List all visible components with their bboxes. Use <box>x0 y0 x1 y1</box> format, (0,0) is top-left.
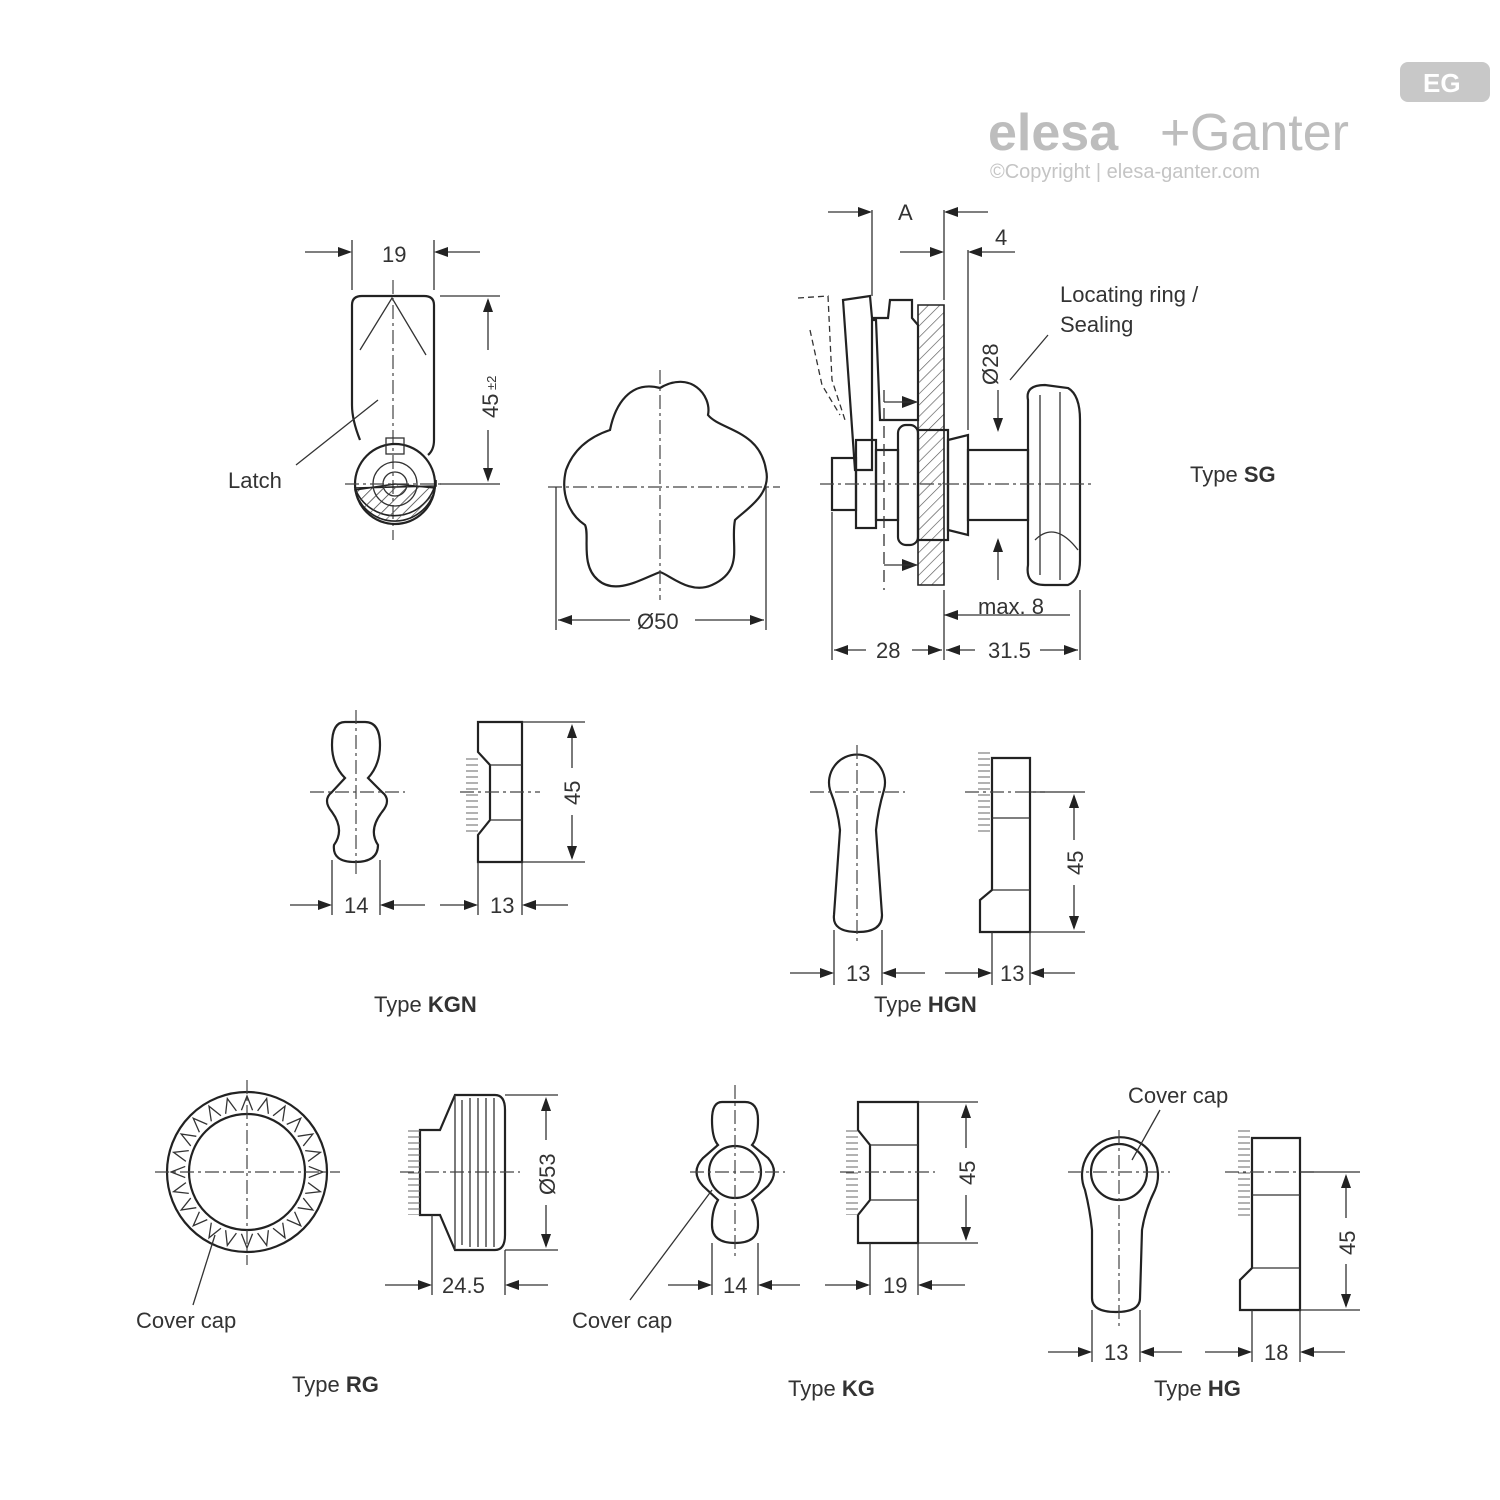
dim-28: 28 <box>876 638 900 663</box>
dim-latch-height: 45 <box>478 394 503 418</box>
knurl-tooth <box>191 1211 208 1228</box>
sg-section-view: A 4 Ø28 Locating ring / Sealing max. 8 <box>797 200 1276 663</box>
label-cover-cap-rg: Cover cap <box>136 1308 236 1333</box>
type-sg-label: Type SG <box>1190 462 1276 487</box>
kgn-views: 45 14 13 Type KGN <box>290 710 585 1017</box>
dim-kgn-height: 45 <box>560 781 585 805</box>
knurl-tooth <box>179 1197 197 1211</box>
dim-a: A <box>898 200 913 225</box>
label-locating-ring: Locating ring / <box>1060 282 1199 307</box>
hg-views: Cover cap 45 13 18 Type HG <box>1048 1083 1360 1401</box>
eg-badge-icon: EG <box>1400 62 1490 102</box>
brand-logo: elesa + Ganter ©Copyright | elesa-ganter… <box>988 62 1490 183</box>
label-cover-cap-kg: Cover cap <box>572 1308 672 1333</box>
knurl-tooth <box>191 1116 208 1133</box>
label-latch: Latch <box>228 468 282 493</box>
star-knob-view: Ø50 <box>548 370 780 634</box>
type-hg-label: Type HG <box>1154 1376 1241 1401</box>
dim-rg-diameter: Ø53 <box>535 1153 560 1195</box>
knurl-tooth <box>257 1096 270 1114</box>
dim-hg-depth: 18 <box>1264 1340 1288 1365</box>
dim-hgn-height: 45 <box>1063 851 1088 875</box>
logo-brand-left: elesa <box>988 104 1119 162</box>
dim-kgn-width: 14 <box>344 893 368 918</box>
type-rg-label: Type RG <box>292 1372 379 1397</box>
knurl-tooth <box>171 1182 189 1195</box>
dim-latch-width: 19 <box>382 242 406 267</box>
knurl-tooth <box>305 1182 323 1195</box>
knurl-tooth <box>224 1096 237 1114</box>
dim-rg-depth: 24.5 <box>442 1273 485 1298</box>
knurl-tooth <box>208 1104 222 1122</box>
dim-kg-depth: 19 <box>883 1273 907 1298</box>
dim-latch-tolerance: ±2 <box>484 376 499 390</box>
label-sealing: Sealing <box>1060 312 1133 337</box>
knurl-tooth <box>224 1230 237 1248</box>
dim-kg-height: 45 <box>955 1161 980 1185</box>
knurl-tooth <box>297 1133 315 1147</box>
dim-hg-width: 13 <box>1104 1340 1128 1365</box>
latch-view: 19 45 ±2 Latch <box>228 240 503 540</box>
dim-four: 4 <box>995 225 1007 250</box>
dim-hg-height: 45 <box>1335 1231 1360 1255</box>
knurl-tooth <box>169 1165 186 1179</box>
dim-ring-diameter: Ø28 <box>978 343 1003 385</box>
type-kg-label: Type KG <box>788 1376 875 1401</box>
knurl-tooth <box>286 1211 303 1228</box>
knurl-tooth <box>272 1222 286 1240</box>
knurl-tooth <box>305 1149 323 1162</box>
knurl-tooth <box>240 1094 254 1111</box>
dim-hgn-depth: 13 <box>1000 961 1024 986</box>
hgn-views: 45 13 13 Type HGN <box>790 745 1088 1017</box>
knurl-tooth <box>272 1104 286 1122</box>
knurl-tooth <box>257 1230 270 1248</box>
dim-star-diameter: Ø50 <box>637 609 679 634</box>
knurl-tooth <box>297 1197 315 1211</box>
dim-31-5: 31.5 <box>988 638 1031 663</box>
dim-max-8: max. 8 <box>978 594 1044 619</box>
knurl-tooth <box>208 1222 222 1240</box>
badge-text: EG <box>1423 68 1461 98</box>
logo-brand-right: Ganter <box>1190 104 1349 162</box>
label-cover-cap-hg: Cover cap <box>1128 1083 1228 1108</box>
logo-copyright: ©Copyright | elesa-ganter.com <box>990 161 1260 183</box>
kg-views: Cover cap 45 14 19 Type KG <box>572 1085 980 1401</box>
type-kgn-label: Type KGN <box>374 992 477 1017</box>
knurl-tooth <box>179 1133 197 1147</box>
logo-plus: + <box>1160 104 1190 162</box>
knurl-tooth <box>171 1149 189 1162</box>
knurl-tooth <box>286 1116 303 1133</box>
type-hgn-label: Type HGN <box>874 992 977 1017</box>
rg-views: Cover cap Ø53 24.5 Type RG <box>136 1080 560 1397</box>
dim-kgn-depth: 13 <box>490 893 514 918</box>
dim-hgn-width: 13 <box>846 961 870 986</box>
dim-kg-width: 14 <box>723 1273 747 1298</box>
